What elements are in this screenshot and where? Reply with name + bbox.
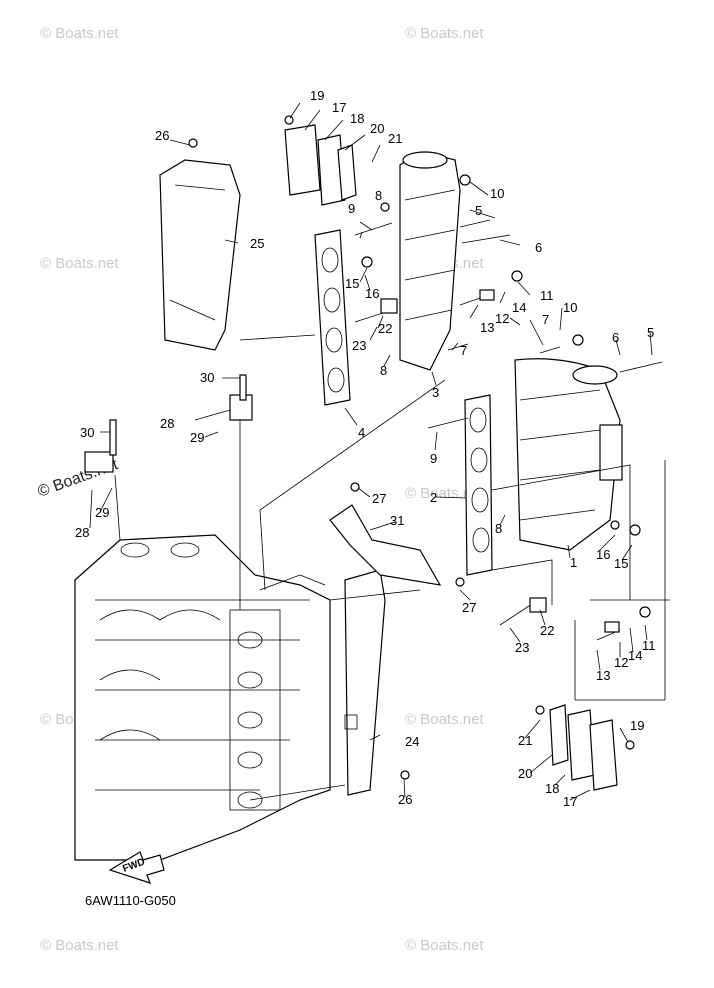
manifold-lower [514, 358, 623, 551]
callout: 10 [563, 300, 577, 315]
callout: 16 [365, 286, 379, 301]
callout: 29 [95, 505, 109, 520]
callout: 18 [350, 111, 364, 126]
plates-upper [284, 124, 357, 206]
callout: 9 [430, 451, 437, 466]
callout: 12 [614, 655, 628, 670]
gasket-4 [314, 229, 351, 406]
callout: 28 [160, 416, 174, 431]
callout: 18 [545, 781, 559, 796]
callout: 25 [250, 236, 264, 251]
callout: 31 [390, 513, 404, 528]
callout: 7 [460, 343, 467, 358]
callout: 23 [515, 640, 529, 655]
callout: 26 [155, 128, 169, 143]
callout: 6 [535, 240, 542, 255]
callout-labels: 19 17 18 20 21 26 10 8 9 5 6 25 15 16 11… [75, 88, 656, 809]
cover-25 [159, 159, 241, 351]
bolts [188, 115, 663, 780]
gasket-2 [464, 394, 493, 576]
callout: 15 [614, 556, 628, 571]
callout: 8 [380, 363, 387, 378]
callout: 13 [480, 320, 494, 335]
callout: 14 [512, 300, 526, 315]
callout: 15 [345, 276, 359, 291]
callout: 5 [475, 203, 482, 218]
callout: 24 [405, 734, 419, 749]
sensors [84, 374, 253, 473]
callout: 10 [490, 186, 504, 201]
callout: 21 [518, 733, 532, 748]
callout: 9 [348, 201, 355, 216]
callout: 12 [495, 311, 509, 326]
callout: 14 [628, 648, 642, 663]
callout: 7 [542, 312, 549, 327]
callout: 8 [375, 188, 382, 203]
callout: 17 [563, 794, 577, 809]
watermark: © Boats.net [405, 711, 484, 728]
callout: 20 [370, 121, 384, 136]
callout: 1 [570, 555, 577, 570]
callout: 28 [75, 525, 89, 540]
callout: 27 [372, 491, 386, 506]
callout: 16 [596, 547, 610, 562]
callout: 20 [518, 766, 532, 781]
callout: 5 [647, 325, 654, 340]
cover-24 [344, 569, 386, 796]
callout: 22 [540, 623, 554, 638]
callout: 11 [540, 288, 554, 303]
manifold-upper [399, 151, 461, 371]
callout: 11 [642, 638, 656, 653]
callout: 8 [495, 521, 502, 536]
callout: 22 [378, 321, 392, 336]
callout: 21 [388, 131, 402, 146]
callout: 23 [352, 338, 366, 353]
plates-lower [549, 704, 618, 791]
watermark: © Boats.net [40, 25, 119, 42]
callout: 2 [430, 490, 437, 505]
watermark: © Boats.net [40, 255, 119, 272]
callout: 19 [310, 88, 324, 103]
watermark: © Boats.net [40, 937, 119, 954]
callout: 19 [630, 718, 644, 733]
watermark: © Boats.net [405, 937, 484, 954]
watermark: © Boats.net [405, 25, 484, 42]
drawing-code: 6AW1110-G050 [85, 893, 176, 908]
engine-block [74, 534, 331, 861]
callout: 30 [80, 425, 94, 440]
leader-lines [89, 102, 670, 801]
callout: 27 [462, 600, 476, 615]
bracket-31 [329, 504, 442, 586]
callout: 30 [200, 370, 214, 385]
callout: 4 [358, 425, 365, 440]
callout: 26 [398, 792, 412, 807]
callout: 17 [332, 100, 346, 115]
callout: 13 [596, 668, 610, 683]
callout: 29 [190, 430, 204, 445]
callout: 3 [432, 385, 439, 400]
fwd-arrow: FWD [108, 851, 165, 884]
callout: 6 [612, 330, 619, 345]
